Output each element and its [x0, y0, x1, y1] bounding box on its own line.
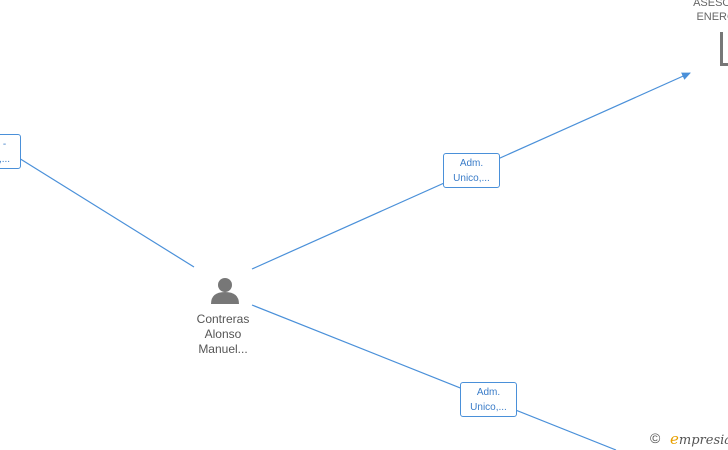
empresia-logo[interactable]: empresia: [670, 430, 728, 448]
person-icon: [211, 278, 239, 304]
copyright-icon: ©: [650, 430, 661, 446]
edge-label-line-1: Adm.: [476, 387, 501, 398]
building-icon[interactable]: [718, 32, 728, 68]
company-node-label[interactable]: ASESOR ENERG: [676, 0, 728, 24]
person-name-line-2: Alonso: [204, 327, 242, 341]
edge-label-line-1: -: [2, 139, 7, 150]
person-name-line-3: Manuel...: [198, 342, 248, 356]
person-node-label[interactable]: Contreras Alonso Manuel...: [180, 312, 266, 357]
edge-label-line-2: Unico,...: [470, 402, 507, 413]
edge-to-bottom-node: [251, 304, 617, 450]
edge-label-left[interactable]: - ,...: [0, 134, 21, 169]
edge-to-left-node: [13, 154, 195, 268]
edge-label-line-2: ,...: [0, 154, 11, 165]
edge-label-bottom[interactable]: Adm. Unico,...: [460, 382, 517, 417]
company-name-line-1: ASESOR: [693, 0, 728, 9]
person-name-line-1: Contreras: [196, 312, 250, 326]
company-name-line-2: ENERG: [696, 11, 728, 23]
edge-label-line-2: Unico,...: [453, 173, 490, 184]
edge-label-company[interactable]: Adm. Unico,...: [443, 153, 500, 188]
edge-label-line-1: Adm.: [459, 158, 484, 169]
